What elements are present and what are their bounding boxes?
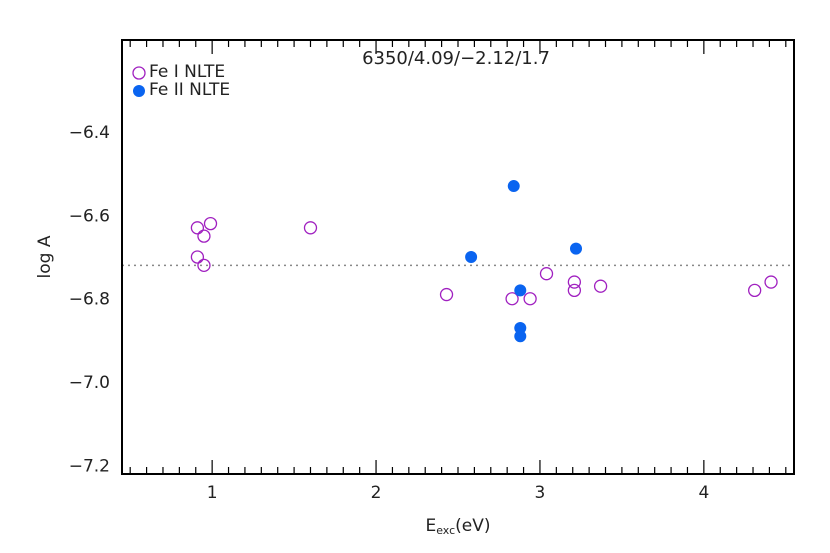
legend-marker-fe-ii xyxy=(133,85,145,97)
data-point-fe-i xyxy=(523,292,537,306)
data-point-fe-ii xyxy=(514,284,527,297)
data-point-fe-i xyxy=(303,221,318,235)
data-point-fe-ii xyxy=(514,330,527,343)
x-tick-label: 1 xyxy=(207,483,218,503)
y-tick-label: −7.2 xyxy=(69,457,110,477)
data-point-fe-i xyxy=(539,267,554,281)
data-point-fe-i xyxy=(748,283,762,298)
data-point-fe-i xyxy=(190,221,205,235)
data-point-fe-i xyxy=(197,229,211,243)
x-tick-label: 2 xyxy=(371,483,382,503)
legend-marker-fe-i xyxy=(132,66,146,80)
legend: Fe I NLTE Fe II NLTE xyxy=(132,62,230,100)
legend-label-fe-i: Fe I NLTE xyxy=(149,62,225,82)
legend-label-fe-ii: Fe II NLTE xyxy=(149,80,230,100)
data-point-fe-i xyxy=(190,250,205,264)
data-point-fe-ii xyxy=(507,180,520,193)
data-point-fe-i xyxy=(505,292,519,306)
data-point-fe-i xyxy=(203,216,218,231)
data-point-fe-ii xyxy=(570,242,583,255)
x-tick-label: 3 xyxy=(535,483,546,503)
data-point-fe-i xyxy=(197,258,211,272)
x-axis-label: Eexc(eV) xyxy=(425,516,490,537)
axis-ticks xyxy=(129,40,787,474)
y-axis-label: log A xyxy=(35,235,55,278)
data-point-fe-ii xyxy=(514,321,527,334)
x-tick-label: 4 xyxy=(698,483,709,503)
tick-labels: 1 2 3 4 −6.4 −6.6 −6.8 −7.0 −7.2 xyxy=(69,123,710,503)
data-point-fe-ii xyxy=(465,251,478,263)
data-points xyxy=(190,180,778,343)
plot-frame xyxy=(121,39,795,475)
data-point-fe-i xyxy=(567,283,582,298)
data-point-fe-i xyxy=(764,275,778,289)
data-point-fe-i xyxy=(593,279,608,293)
data-point-fe-i xyxy=(439,287,454,302)
y-tick-label: −6.8 xyxy=(69,290,110,310)
data-point-fe-i xyxy=(567,275,582,289)
y-tick-label: −6.6 xyxy=(69,206,110,226)
y-tick-label: −6.4 xyxy=(69,123,110,143)
y-tick-label: −7.0 xyxy=(69,373,110,393)
chart-title: 6350/4.09/−2.12/1.7 xyxy=(362,48,550,69)
